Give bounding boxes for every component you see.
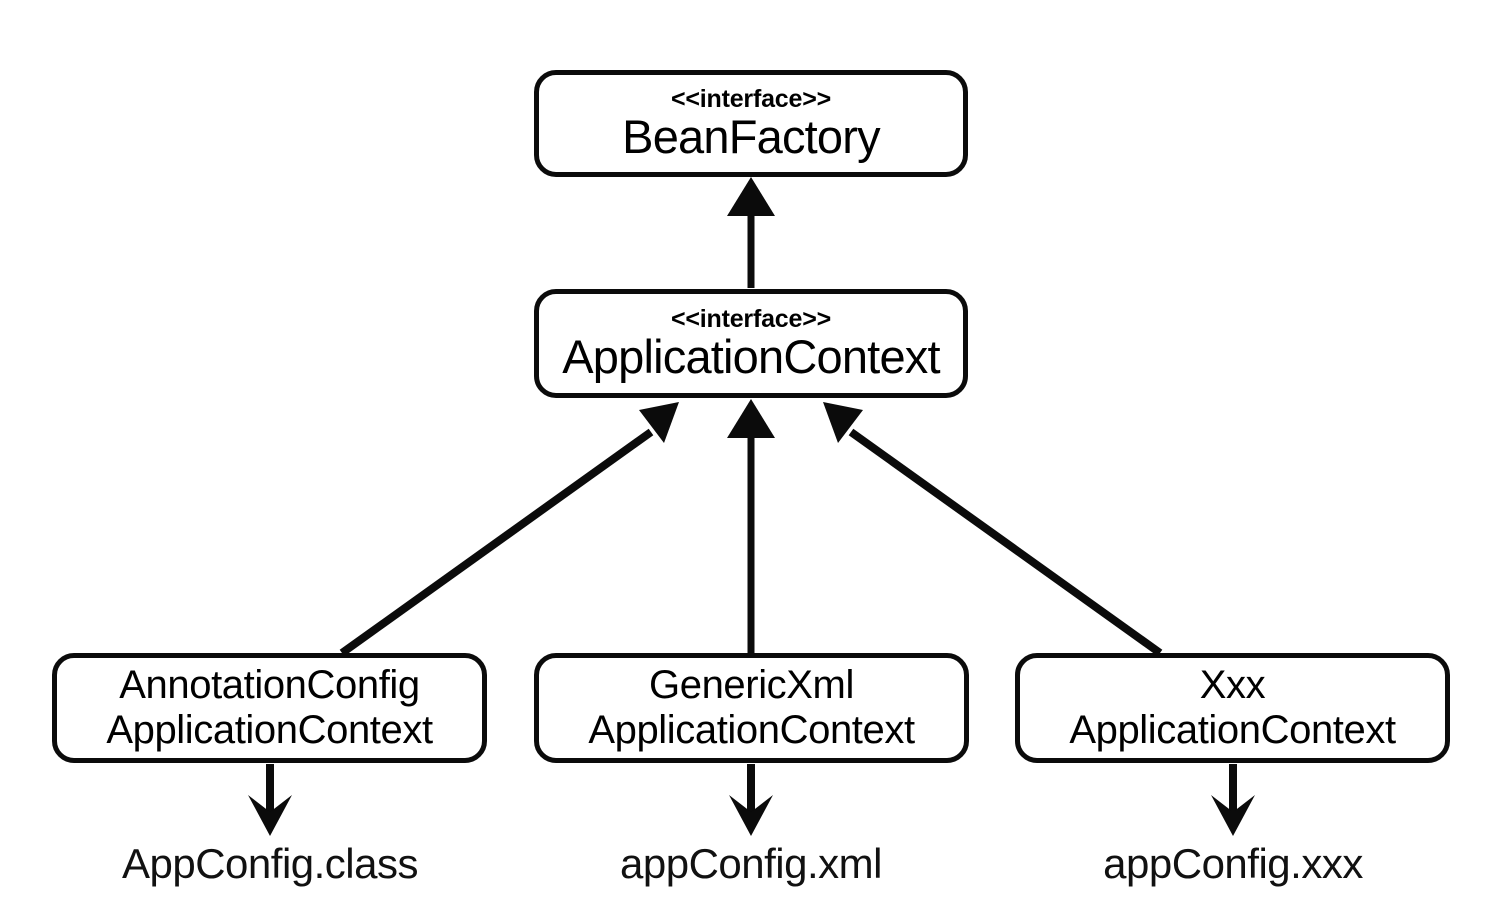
class-name-label: BeanFactory bbox=[622, 109, 880, 163]
class-node-applicationcontext[interactable]: <<interface>> ApplicationContext bbox=[534, 289, 968, 398]
class-name-label: GenericXml ApplicationContext bbox=[588, 663, 915, 753]
connector-xxx-to-applicationcontext bbox=[823, 402, 1163, 657]
arrowhead-triangle-up-right bbox=[639, 402, 679, 443]
connector-xxx-to-appconfig-xxx bbox=[1211, 764, 1255, 836]
connector-shaft bbox=[848, 428, 1163, 657]
arrowhead-barbed-down bbox=[729, 795, 773, 836]
class-name-line-1: AnnotationConfig bbox=[119, 663, 420, 708]
connector-shaft bbox=[339, 428, 654, 657]
class-name-line-1: Xxx bbox=[1199, 663, 1266, 708]
connector-genericxml-to-applicationcontext bbox=[727, 399, 775, 653]
arrowhead-barbed-down bbox=[1211, 795, 1255, 836]
arrowhead-triangle-up bbox=[727, 177, 775, 216]
stereotype-label: <<interface>> bbox=[670, 84, 831, 113]
class-node-annotationconfig-applicationcontext[interactable]: AnnotationConfig ApplicationContext bbox=[52, 653, 487, 763]
class-node-xxx-applicationcontext[interactable]: Xxx ApplicationContext bbox=[1015, 653, 1450, 763]
connector-applicationcontext-to-beanfactory bbox=[727, 177, 775, 288]
connector-genericxml-to-appconfig-xml bbox=[729, 764, 773, 836]
stereotype-label: <<interface>> bbox=[670, 304, 831, 333]
arrowhead-triangle-up bbox=[727, 399, 775, 438]
class-name-line-2: ApplicationContext bbox=[1069, 708, 1396, 752]
class-node-genericxml-applicationcontext[interactable]: GenericXml ApplicationContext bbox=[534, 653, 969, 763]
arrowhead-barbed-down bbox=[248, 795, 292, 836]
class-name-line-1: GenericXml bbox=[649, 663, 854, 708]
class-name-line-2: ApplicationContext bbox=[106, 708, 433, 752]
connector-annotationconfig-to-applicationcontext bbox=[339, 402, 679, 657]
class-node-beanfactory[interactable]: <<interface>> BeanFactory bbox=[534, 70, 968, 177]
class-name-label: AnnotationConfig ApplicationContext bbox=[106, 663, 433, 753]
resource-label-appconfig-class: AppConfig.class bbox=[122, 840, 419, 887]
arrowhead-triangle-up-left bbox=[823, 402, 863, 443]
class-name-label: ApplicationContext bbox=[562, 329, 940, 383]
resource-label-appconfig-xxx: appConfig.xxx bbox=[1103, 840, 1363, 887]
class-name-line-2: ApplicationContext bbox=[588, 708, 915, 752]
connector-annotationconfig-to-appconfig-class bbox=[248, 764, 292, 836]
class-name-label: Xxx ApplicationContext bbox=[1069, 663, 1396, 753]
resource-label-appconfig-xml: appConfig.xml bbox=[620, 840, 882, 887]
